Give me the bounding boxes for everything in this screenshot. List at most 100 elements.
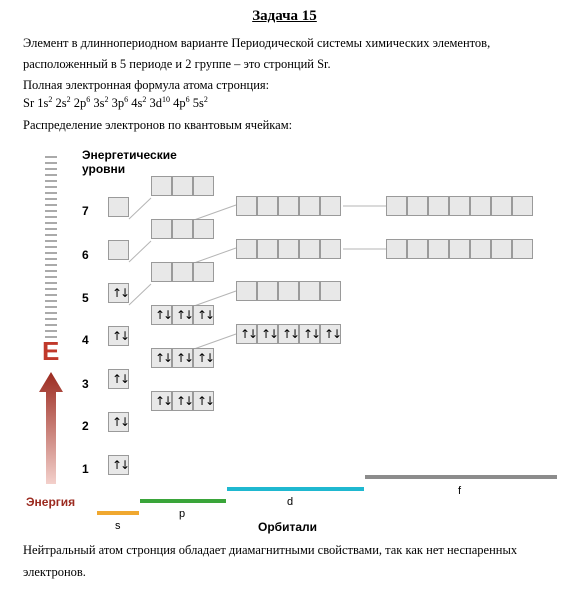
electron-count: 10 (162, 94, 170, 104)
orbital-cell-s (108, 240, 129, 260)
connector-line (128, 197, 152, 220)
formula-term: 5s2 (192, 94, 208, 110)
levels-header: Энергетические уровни (82, 148, 177, 176)
ruler-tick (45, 330, 57, 332)
level-label: 5 (82, 291, 89, 305)
orbitals-label: Орбитали (258, 520, 318, 534)
orbital-cell-d (236, 239, 257, 259)
orbital-cell-d: ↑↓ (278, 324, 300, 344)
element-symbol: Sr (23, 96, 38, 110)
orbital-label-d: d (287, 496, 294, 508)
orbital-cell-f (449, 196, 470, 216)
orbital-cell-d (278, 239, 299, 259)
connector-line (193, 333, 237, 350)
ruler-tick (45, 216, 57, 218)
orbital-cell-d: ↑↓ (299, 324, 321, 344)
ruler-tick (45, 156, 57, 158)
electron-pair-arrows: ↑↓ (112, 372, 130, 386)
level-label: 4 (82, 333, 89, 347)
electron-pair-arrows: ↑↓ (155, 351, 173, 365)
orbital-cell-d (320, 239, 341, 259)
orbital-cell-d: ↑↓ (320, 324, 342, 344)
orbital-cell-d (257, 196, 278, 216)
electron-count: 2 (66, 94, 71, 104)
formula-term: 1s2 (37, 94, 53, 110)
orbital-cell-p: ↑↓ (151, 348, 173, 368)
orbital-cell-s: ↑↓ (108, 283, 130, 303)
ruler-tick (45, 234, 57, 236)
orbital-cell-p: ↑↓ (193, 391, 215, 411)
orbital-cell-d: ↑↓ (236, 324, 258, 344)
electron-count: 2 (203, 94, 208, 104)
orbital-bar-p (140, 499, 226, 503)
orbital-cell-d (320, 196, 341, 216)
ruler-tick (45, 336, 57, 338)
electron-pair-arrows: ↑↓ (176, 308, 194, 322)
orbital-cell-f (386, 196, 407, 216)
conclusion-line: электронов. (23, 565, 86, 579)
page-title: Задача 15 (252, 8, 317, 24)
orbital-cell-p (151, 176, 172, 196)
orbital-label-f: f (458, 485, 462, 497)
ruler-tick (45, 288, 57, 290)
ruler-tick (45, 204, 57, 206)
ruler-tick (45, 306, 57, 308)
orbital-diagram: Энергетические уровни 1 2 3 4 5 6 7 ↑↓↑↓… (0, 140, 569, 540)
formula-term: 4p6 (173, 94, 190, 110)
orbital-cell-f (491, 239, 512, 259)
orbital-cell-d: ↑↓ (257, 324, 279, 344)
connector-line (128, 283, 152, 306)
ruler-tick (45, 318, 57, 320)
paragraph-line: Элемент в длиннопериодном варианте Перио… (23, 36, 491, 50)
formula-term: 4s2 (131, 94, 147, 110)
electron-pair-arrows: ↑↓ (282, 327, 300, 341)
orbital-cell-p: ↑↓ (151, 305, 173, 325)
orbital-bar-s (97, 511, 139, 515)
energy-arrow (39, 372, 63, 484)
ruler-tick (45, 222, 57, 224)
orbital-cell-d (278, 196, 299, 216)
orbital-cell-p (172, 219, 193, 239)
formula-term: 2p6 (73, 94, 91, 110)
orbital-cell-d (299, 281, 320, 301)
ruler-tick (45, 282, 57, 284)
orbital-cell-p (151, 219, 172, 239)
ruler-tick (45, 162, 57, 164)
orbital-cell-d (278, 281, 299, 301)
electron-pair-arrows: ↑↓ (197, 308, 215, 322)
electron-count: 6 (185, 94, 190, 104)
ruler-tick (45, 192, 57, 194)
orbital-bar-f (365, 475, 557, 479)
level-label: 6 (82, 248, 89, 262)
electron-formula: Sr 1s2 2s2 2p6 3s2 3p6 4s2 3d10 4p6 5s2 (23, 94, 208, 110)
formula-term: 2s2 (55, 94, 71, 110)
energy-letter: E (42, 336, 60, 366)
electron-pair-arrows: ↑↓ (197, 394, 215, 408)
electron-count: 2 (104, 94, 109, 104)
ruler-tick (45, 252, 57, 254)
ruler-tick (45, 174, 57, 176)
electron-count: 6 (86, 94, 91, 104)
connector-line (193, 247, 237, 264)
header-line: Энергетические (82, 148, 177, 162)
electron-pair-arrows: ↑↓ (112, 329, 130, 343)
orbital-cell-f (407, 196, 428, 216)
ruler-tick (45, 228, 57, 230)
ruler-tick (45, 246, 57, 248)
level-label: 3 (82, 377, 89, 391)
electron-pair-arrows: ↑↓ (155, 394, 173, 408)
ruler-tick (45, 276, 57, 278)
orbital-cell-f (470, 196, 491, 216)
orbital-cell-p (193, 262, 214, 282)
electron-pair-arrows: ↑↓ (240, 327, 258, 341)
ruler-tick (45, 294, 57, 296)
orbital-cell-s: ↑↓ (108, 369, 130, 389)
orbital-cell-p: ↑↓ (172, 391, 194, 411)
energy-ruler (45, 156, 57, 338)
diagram-svg (39, 156, 557, 515)
formula-term: 3s2 (93, 94, 109, 110)
orbital-cell-f (512, 239, 533, 259)
orbital-cell-d (299, 196, 320, 216)
electron-pair-arrows: ↑↓ (155, 308, 173, 322)
orbital-cell-p: ↑↓ (193, 348, 215, 368)
